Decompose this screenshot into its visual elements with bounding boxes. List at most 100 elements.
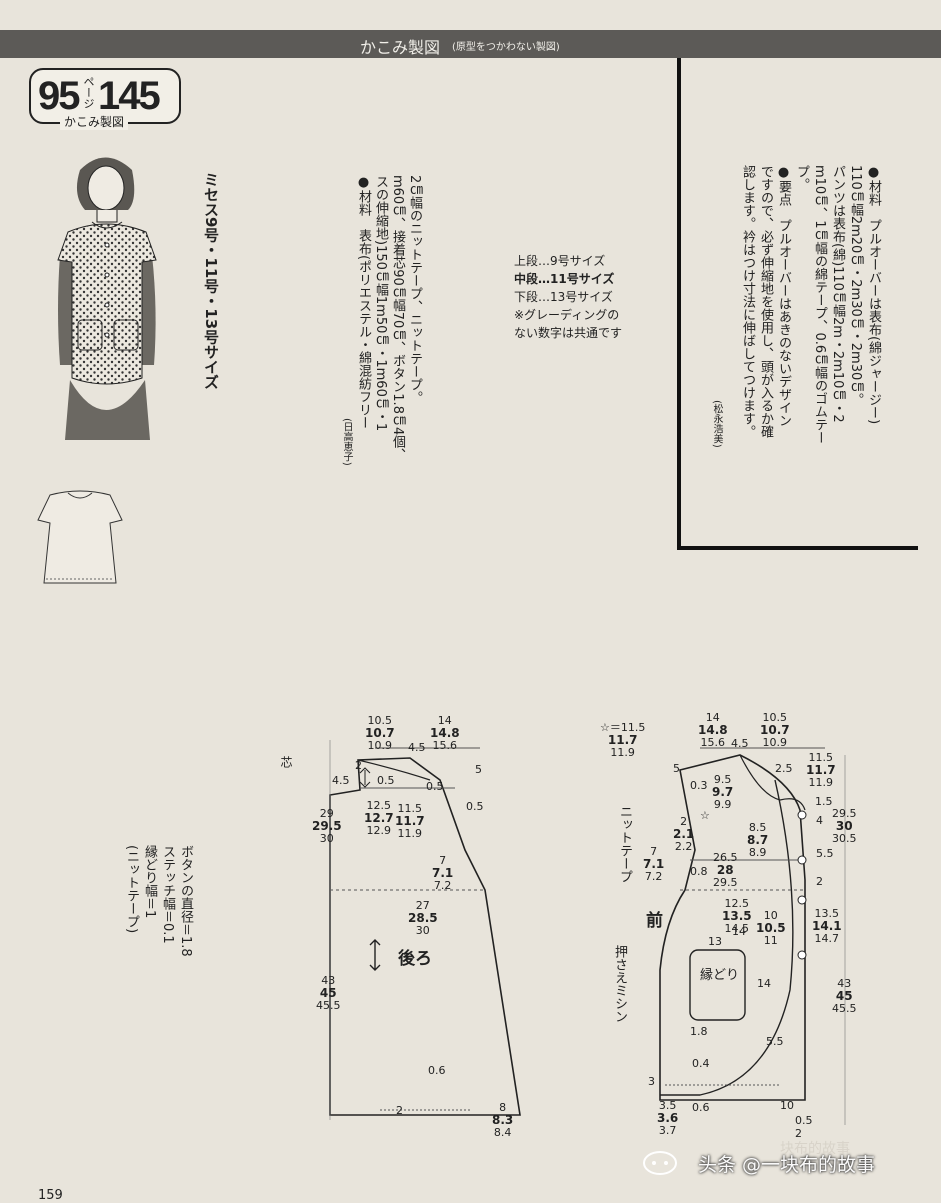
interfacing-label: 芯 <box>279 756 293 768</box>
garment-flat-sketch <box>37 490 123 584</box>
badge-label: かこみ製図 <box>60 113 129 130</box>
back-misc-4-5-left: 4.5 <box>332 774 350 787</box>
back-pattern-drawing <box>329 740 521 1120</box>
pocket-label: 縁どり <box>700 968 740 983</box>
back-misc-0-5-b: 0.5 <box>426 780 444 793</box>
front-misc-10: 10 <box>780 1099 794 1112</box>
front-misc-2: 2 <box>816 875 823 888</box>
sizes-caption: ミセス9号・11号・13号サイズ <box>202 172 220 390</box>
back-misc-4-5-top: 4.5 <box>408 741 426 754</box>
front-misc-0-6: 0.6 <box>692 1101 710 1114</box>
grade-lower: 下段…13号サイズ <box>514 290 613 304</box>
back-misc-0-5-a: 0.5 <box>377 774 395 787</box>
model-illustration <box>57 157 157 440</box>
grade-note-1: ※グレーディングの <box>514 308 620 322</box>
badge-page-number: 95 <box>38 74 80 118</box>
info-line-3: パンツは表布(綿)110㎝幅2m・2m10㎝・2 <box>830 165 845 423</box>
front-pattern-label: 前 <box>646 911 663 931</box>
front-misc-1-8: 1.8 <box>690 1025 708 1038</box>
front-misc-0-8: 0.8 <box>690 865 708 878</box>
materials-left-line-3: m60㎝、接着芯90㎝幅70㎝、ボタン1.8㎝4個、 <box>390 175 405 462</box>
front-misc-1-5: 1.5 <box>815 795 833 808</box>
info-line-7: ですので、必ず伸縮地を使用し、頭が入るか確 <box>758 165 773 438</box>
header-title: かこみ製図 <box>360 38 441 57</box>
header-subtitle: (原型をつかわない製図) <box>452 42 560 53</box>
back-misc-0-5-c: 0.5 <box>466 800 484 813</box>
note-button: ボタンの直径＝1.8 <box>178 845 193 957</box>
info-box <box>677 58 918 550</box>
materials-left-line-1: ●材料 表布(ポリエステル・綿混紡フリー <box>356 175 371 430</box>
note-binding-tape: (ニットテープ) <box>124 845 139 934</box>
back-misc-5: 5 <box>475 763 482 776</box>
front-misc-14-a: 14 <box>732 925 746 938</box>
front-misc-2-5: 2.5 <box>775 762 793 775</box>
grade-upper: 上段…9号サイズ <box>514 254 606 268</box>
front-misc-0-4: 0.4 <box>692 1057 710 1070</box>
page-badge <box>29 68 181 124</box>
press-stitch-label: 押さえミシン <box>612 945 627 1023</box>
back-misc-2-hem: 2 <box>396 1104 403 1117</box>
front-misc-5: 5 <box>673 762 680 775</box>
front-misc-0-5: 0.5 <box>795 1114 813 1127</box>
info-line-4: m10㎝、1㎝幅の綿テープ、0.6㎝幅のゴムテー <box>812 165 827 445</box>
header-bar <box>0 30 941 58</box>
chat-bubble-icon <box>643 1151 677 1175</box>
badge-item-number: 145 <box>98 74 161 118</box>
info-author: (松永浩美) <box>711 400 722 448</box>
front-misc-2-b: 2 <box>795 1127 802 1140</box>
info-line-8: 認します。衿はつけ寸法に伸ばしてつけます。 <box>740 165 755 438</box>
page-number: 159 <box>38 1188 63 1203</box>
note-binding: 縁どり幅＝1 <box>142 845 157 919</box>
front-misc-14-b: 14 <box>757 977 771 990</box>
front-misc-5-5: 5.5 <box>816 847 834 860</box>
front-misc-13: 13 <box>708 935 722 948</box>
grade-note-2: ない数字は共通です <box>514 326 623 340</box>
info-line-2: 110㎝幅2m20㎝・2m30㎝・2m30㎝。 <box>848 165 863 407</box>
front-misc-4-5: 4.5 <box>731 737 749 750</box>
materials-left-line-4: 2㎝幅のニットテープ、ニットテープ。 <box>407 175 422 405</box>
watermark: 头条 @一块布的故事 <box>698 1154 876 1176</box>
back-pattern-label: 後ろ <box>398 949 432 969</box>
note-stitch: ステッチ幅＝0.1 <box>160 845 175 944</box>
back-misc-0-6: 0.6 <box>428 1064 446 1077</box>
front-misc-0-3: 0.3 <box>690 779 708 792</box>
info-line-5: プ。 <box>794 165 809 191</box>
materials-left-line-2: スの伸縮地)150㎝幅1m50㎝・1m60㎝・1 <box>373 175 388 432</box>
info-line-1: ●材料 プルオーバーは表布(綿ジャージー) <box>866 165 881 425</box>
materials-left-author: (日高恵子) <box>341 418 352 466</box>
front-pattern-drawing <box>659 747 846 1125</box>
front-misc-star: ☆ <box>700 809 710 822</box>
knit-tape-label: ニットテープ <box>617 805 632 883</box>
badge-unit: ページ <box>82 76 95 109</box>
grade-legend: 上段…9号サイズ 中段…11号サイズ 下段…13号サイズ ※グレーディングの な… <box>514 252 622 342</box>
front-misc-4: 4 <box>816 814 823 827</box>
front-misc-3: 3 <box>648 1075 655 1088</box>
watermark-faint: 块布的故事 <box>780 1141 850 1157</box>
grade-middle: 中段…11号サイズ <box>514 272 615 286</box>
info-line-6: ●要点 プルオーバーはあきのないデザイン <box>776 165 791 427</box>
